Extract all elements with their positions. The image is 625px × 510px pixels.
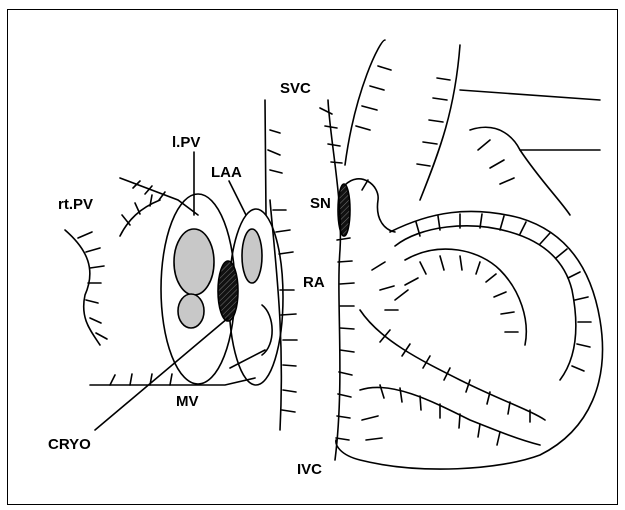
- laa-leader: [229, 181, 246, 215]
- label-cryo: CRYO: [48, 436, 91, 453]
- cryo-leader: [95, 318, 228, 430]
- label-rt-pv: rt.PV: [58, 196, 93, 213]
- label-lpv: l.PV: [172, 134, 200, 151]
- ventricle-hatching: [362, 214, 591, 445]
- label-ra: RA: [303, 274, 325, 291]
- mv-lines: [90, 374, 255, 385]
- label-ivc: IVC: [297, 461, 322, 478]
- right-pv-vessel: [65, 195, 160, 345]
- cryo-lesion: [218, 261, 238, 321]
- label-laa: LAA: [211, 164, 242, 181]
- label-svc: SVC: [280, 80, 311, 97]
- pulmonary-artery: [460, 90, 600, 215]
- label-mv: MV: [176, 393, 199, 410]
- label-sn: SN: [310, 195, 331, 212]
- left-pv-vessel: [120, 178, 198, 215]
- ra-wall: [320, 100, 354, 460]
- aorta: [345, 40, 460, 232]
- ventricle: [336, 211, 603, 469]
